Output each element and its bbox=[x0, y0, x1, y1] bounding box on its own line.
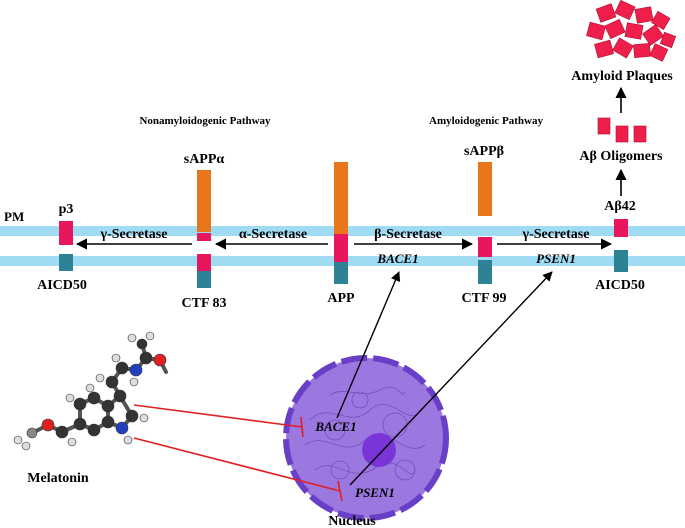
bace1-nucleus-label: BACE1 bbox=[314, 419, 356, 434]
ctf83-fragment bbox=[197, 170, 211, 288]
aicd50-left-label: AICD50 bbox=[37, 278, 87, 293]
pm-label: PM bbox=[4, 209, 24, 224]
amyloid-plaque-cluster bbox=[586, 0, 677, 62]
bace1-inhibition bbox=[133, 404, 304, 438]
app-protein bbox=[334, 162, 348, 284]
amyloid-plaques-label: Amyloid Plaques bbox=[571, 69, 673, 84]
abeta42-fragment bbox=[614, 219, 628, 272]
nucleus bbox=[283, 355, 449, 521]
beta-secretase-label: β-Secretase bbox=[374, 227, 442, 242]
psen1-membrane-label: PSEN1 bbox=[536, 251, 576, 266]
ctf83-label: CTF 83 bbox=[182, 296, 227, 311]
abeta42-label: Aβ42 bbox=[604, 199, 636, 214]
ctf99-label: CTF 99 bbox=[462, 291, 507, 306]
sappbeta-label: sAPPβ bbox=[464, 144, 504, 159]
alpha-secretase-label: α-Secretase bbox=[239, 227, 307, 242]
amyloidogenic-pathway-title: Amyloidogenic Pathway bbox=[429, 115, 543, 127]
gamma-secretase-right-label: γ-Secretase bbox=[522, 227, 590, 242]
p3-fragment bbox=[59, 221, 73, 271]
abeta-oligomers-label: Aβ Oligomers bbox=[579, 149, 663, 164]
nucleolus bbox=[362, 433, 396, 467]
psen1-inhibition bbox=[133, 437, 343, 502]
app-label: APP bbox=[327, 291, 355, 306]
nucleus-label: Nucleus bbox=[328, 514, 376, 528]
nonamyloidogenic-pathway-title: Nonamyloidogenic Pathway bbox=[139, 115, 271, 127]
bace1-membrane-label: BACE1 bbox=[376, 251, 418, 266]
aicd50-right-label: AICD50 bbox=[595, 278, 645, 293]
abeta-oligomer-blocks bbox=[597, 117, 647, 143]
ctf99-fragment bbox=[478, 162, 492, 284]
psen1-expression-arrow bbox=[349, 271, 553, 486]
sappalpha-label: sAPPα bbox=[184, 152, 225, 167]
bace1-expression-arrow bbox=[336, 271, 401, 419]
melatonin-label: Melatonin bbox=[27, 471, 89, 486]
psen1-nucleus-label: PSEN1 bbox=[355, 485, 395, 500]
melatonin-molecule bbox=[13, 331, 168, 451]
gamma-secretase-left-label: γ-Secretase bbox=[100, 227, 168, 242]
p3-label: p3 bbox=[59, 202, 74, 217]
